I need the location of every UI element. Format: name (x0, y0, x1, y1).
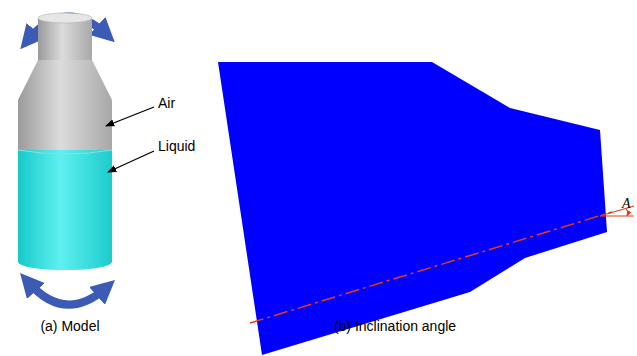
leader-line (108, 151, 154, 172)
inclined-bottle (218, 62, 634, 355)
part-label: Liquid (158, 138, 195, 155)
angle-label: A (622, 196, 631, 213)
axis-line (250, 212, 612, 323)
subfigure-caption: (b) Inclination angle (334, 318, 456, 335)
part-label: Air (158, 95, 175, 112)
leader-line (106, 107, 154, 126)
bottle-model (18, 13, 154, 305)
reference-line (600, 215, 634, 216)
rotation-arrow (28, 282, 106, 305)
subfigure-caption: (a) Model (40, 318, 99, 335)
